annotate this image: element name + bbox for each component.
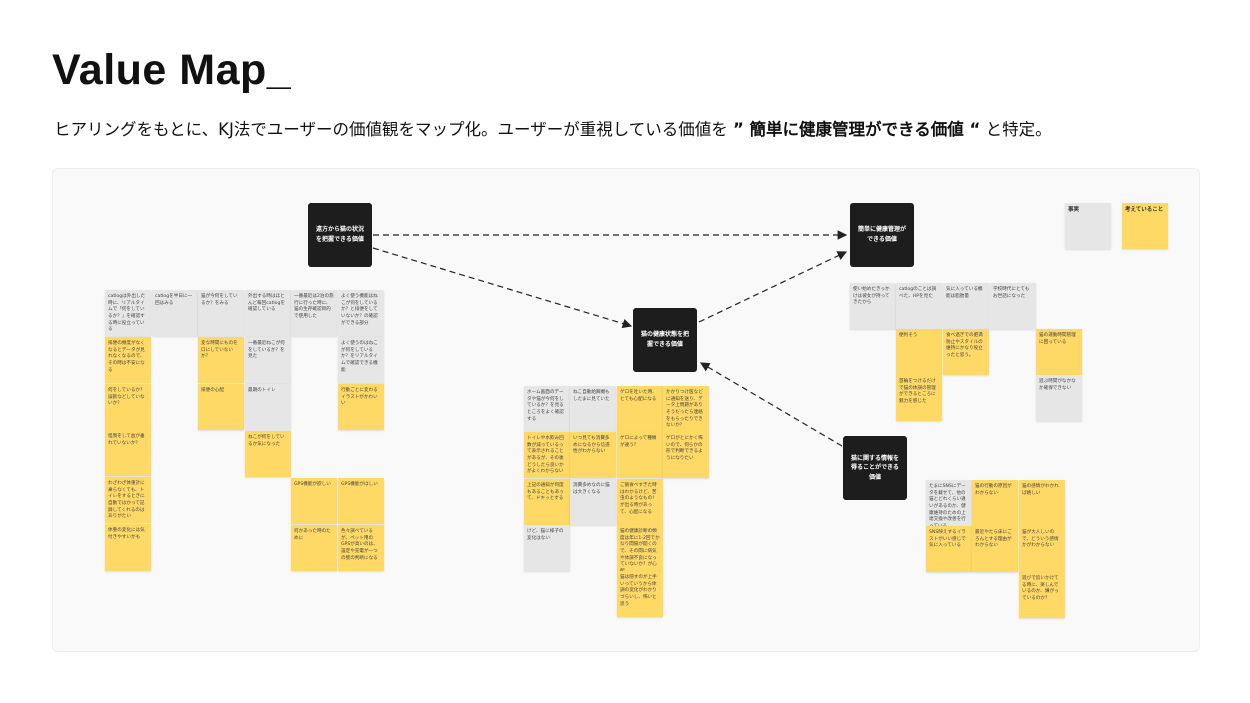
sticky-note[interactable]: 便利そう: [896, 329, 942, 375]
sticky-note[interactable]: 使い始めたきっかけは彼女が持ってきたから: [850, 283, 896, 329]
sticky-note[interactable]: よく使う機能はねこが何をしているか？と排便をしていないか？の確認ができる部分: [338, 290, 384, 336]
sticky-note[interactable]: 排便の頻度がなくなるとデータが見れなくなるので、その時は不安になる: [105, 337, 151, 383]
page-description: ヒアリングをもとに、KJ法でユーザーの価値観をマップ化。ユーザーが重視している価…: [54, 116, 1052, 140]
sticky-note[interactable]: 外出する時はほとんど毎回catlogを確認している: [245, 290, 291, 336]
sticky-note[interactable]: けど、猫に様子の変化はない: [524, 525, 570, 571]
sticky-note[interactable]: GPS機能が欲しい: [291, 478, 337, 524]
sticky-note[interactable]: 消費多めなのに猫は大きくなる: [570, 479, 616, 525]
sticky-note[interactable]: SNS映えするイラストがいい感じで気に入っている: [926, 526, 972, 572]
sticky-note[interactable]: ゲロによって種類が違う？: [617, 432, 663, 478]
sticky-note[interactable]: 何かあった時のために: [291, 525, 337, 571]
sticky-note[interactable]: 猫が今何をしているか？をみる: [198, 290, 244, 336]
sticky-note[interactable]: 何をしているか？誤飲などしていないか？: [105, 384, 151, 430]
sticky-note[interactable]: かかりつけ医などに通知を送り、データ上問題がありそうだったら連絡をもらったりでき…: [663, 386, 709, 432]
sticky-note[interactable]: ホーム画面のデータや猫が今何をしているか？を見るところをよく確認する: [524, 386, 570, 432]
sticky-note[interactable]: 怪我をして血が垂れていないか？: [105, 430, 151, 476]
sticky-note[interactable]: 排便の心配: [198, 384, 244, 430]
sticky-note[interactable]: 色々調べているが、ペット用のGPSが高いのは、設定や充電が一つの壁の判断になる: [338, 525, 384, 571]
sticky-note[interactable]: 猫が大人しいので、どういう感情かがわからない: [1019, 526, 1065, 572]
sticky-note[interactable]: 猫の運動時間管理に困っている: [1036, 329, 1082, 375]
sticky-note[interactable]: 猫の健康診断の頻度は年に1-2回でかなり間隔が開くので、その間に病気や体調不良に…: [617, 525, 663, 571]
sticky-note[interactable]: 行動ごとに変わるイラストがかわいい: [338, 384, 384, 430]
sticky-note[interactable]: 変な時間にものを口にしていないか？: [198, 337, 244, 383]
sticky-note[interactable]: catlogは外出した時に、リアルタイムで「何をしているか？」を確認する時に役立…: [105, 290, 151, 336]
sticky-note[interactable]: catlogのことは調べた、HPを見た: [896, 283, 942, 329]
sticky-note[interactable]: ねこが何をしているか気になった: [245, 431, 291, 477]
sticky-note[interactable]: 最期のトイレ: [245, 384, 291, 430]
arrow-health-to-easy: [698, 251, 848, 323]
page-title: Value Map_: [52, 46, 292, 94]
sticky-note[interactable]: たまにSNSにデータを載せて、他の猫とどれくらい違いがあるのか、健康維持のための…: [926, 480, 972, 526]
sticky-note[interactable]: トイレや水飲み回数が減っているって表示されることがあるが、その後どうしたら良いか…: [524, 432, 570, 478]
value-card-remote[interactable]: 遠方から猫の状況を把握できる価値: [308, 203, 372, 267]
sticky-note[interactable]: ゲロを吐いた時、とても心配になる: [617, 386, 663, 432]
legend-fact: 事実: [1065, 203, 1111, 249]
sticky-note[interactable]: 食べ過ぎでの肥満防止やスタイルの維持にかなり役立ったと思う。: [943, 329, 989, 375]
value-card-health[interactable]: 猫の健康状態を把握できる価値: [633, 308, 697, 372]
sticky-note[interactable]: いつ見ても消費多めになるから信憑性がわからない: [570, 432, 616, 478]
sticky-note[interactable]: 体重の変化には気付きやすいかも: [105, 524, 151, 571]
legend-thought: 考えていること: [1122, 203, 1168, 249]
description-text-end: と特定。: [985, 120, 1052, 139]
value-card-easy[interactable]: 簡単に健康管理ができる価値: [850, 203, 914, 267]
sticky-note[interactable]: 遊ぶ時間がなかなか確保できない: [1036, 375, 1082, 421]
sticky-note[interactable]: ねこ自動給餌機もしたまに見ていた: [570, 386, 616, 432]
sticky-note[interactable]: 首輪をつけるだけで猫の体調の管理ができるところに魅力を感じた: [896, 375, 942, 421]
sticky-note[interactable]: 猫は隠すのが上手いっていうから体調の変化がわかりづらいし、怖いと思う: [617, 571, 663, 617]
description-highlight: ” 簡単に健康管理ができる価値 “: [732, 120, 981, 139]
sticky-note[interactable]: わざわざ体重計に乗らなくても、トイレをするときに自動ではかって記録してくれるのは…: [105, 477, 151, 523]
description-text: ヒアリングをもとに、KJ法でユーザーの価値観をマップ化。ユーザーが重視している価…: [54, 120, 728, 139]
sticky-note[interactable]: catlogを半日に一回はみる: [152, 290, 198, 336]
arrow-remote-to-health: [372, 247, 633, 329]
sticky-note[interactable]: 遊びで追いかけてる時に、楽しんでいるのか、嫌がっているのか？: [1019, 572, 1065, 618]
value-card-info[interactable]: 猫に関する情報を得ることができる価値: [843, 436, 907, 500]
sticky-note[interactable]: GPS機能がほしい: [338, 478, 384, 524]
sticky-note[interactable]: 猫の感情がわかれば嬉しい: [1019, 480, 1065, 526]
sticky-note[interactable]: 最近やたら床にごろんとする理由がわからない: [972, 526, 1018, 572]
sticky-note[interactable]: よく使うのはねこが何をしているか？をリアルタイムで確認できる機能: [338, 337, 384, 383]
sticky-note[interactable]: 上記の通知が何度もあることもあって、ドキッとする: [524, 479, 570, 525]
sticky-note[interactable]: 一番最近は2泊の旅行に行った時に、猫の生存確認目的で使用した: [291, 290, 337, 336]
sticky-note[interactable]: 猫の行動の原因がわからない: [972, 480, 1018, 526]
sticky-note[interactable]: 一番最近ねこが何をしているか？を見た: [245, 337, 291, 383]
sticky-note[interactable]: 学校時代にとてもお世話になった: [990, 283, 1036, 329]
sticky-note[interactable]: 気に入っている機能は脂肪量: [943, 283, 989, 329]
sticky-note[interactable]: ゲロがとにかく怖いので、何らかの形で判断できるようになりたい: [663, 432, 709, 478]
arrow-info-to-health: [699, 362, 843, 447]
sticky-note[interactable]: ご飯食べすぎた時はわかるけど、苦虫のようなもの！が出る時があって、心配になる: [617, 479, 663, 525]
